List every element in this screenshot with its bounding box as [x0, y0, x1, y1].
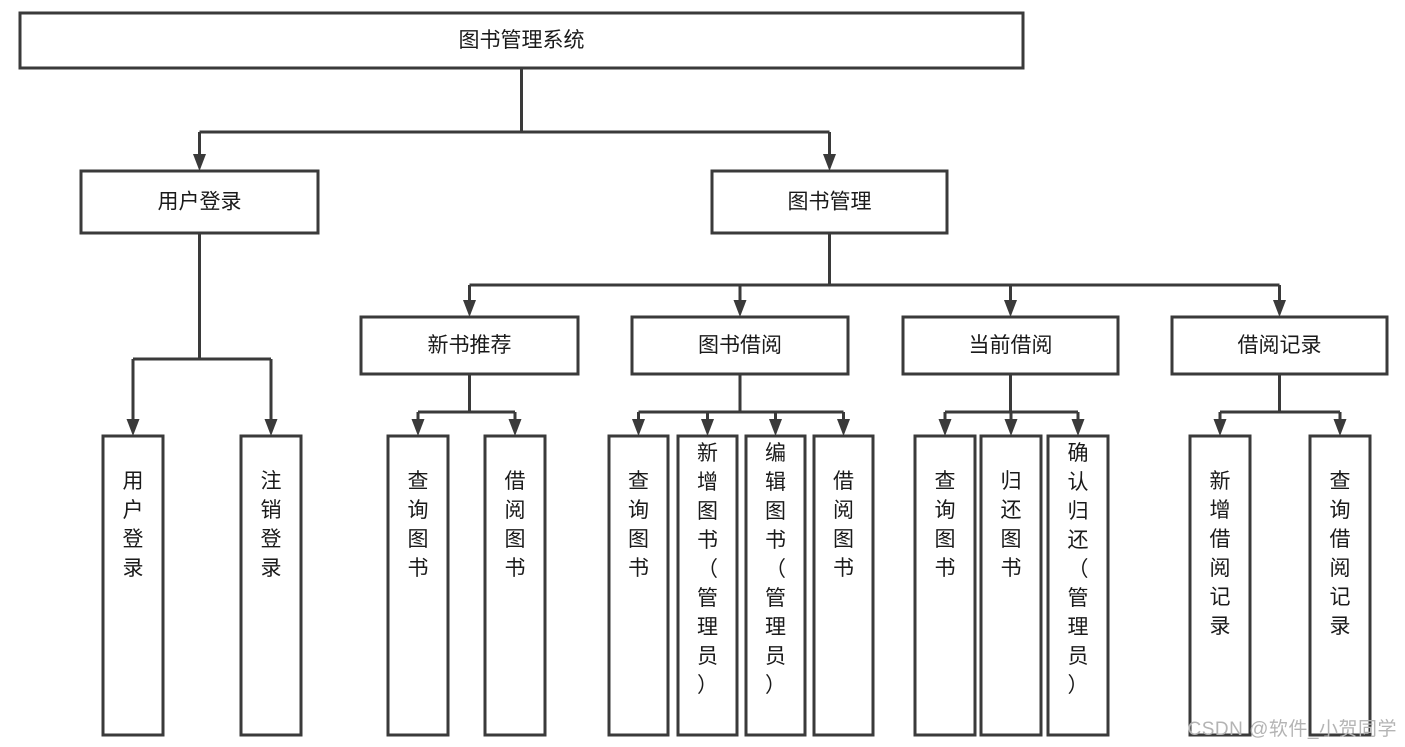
node-label: 图书借阅	[698, 334, 782, 357]
node-box	[630, 315, 850, 376]
node-l3-user-login[interactable]: 用户登录	[101, 434, 165, 737]
node-label: 借阅图书	[833, 470, 854, 580]
node-box	[359, 315, 580, 376]
connector-arrowhead	[463, 300, 476, 317]
connector-arrowhead	[1273, 300, 1286, 317]
node-l1-user-login[interactable]: 用户登录	[79, 169, 320, 235]
node-box	[1308, 434, 1372, 737]
node-l3-add-book[interactable]: 新增图书（管理员）	[676, 434, 739, 737]
node-box	[710, 169, 949, 235]
node-box	[101, 434, 165, 737]
connector-arrowhead	[1004, 300, 1017, 317]
node-box	[1188, 434, 1252, 737]
node-l2-book-borrow[interactable]: 图书借阅	[630, 315, 850, 376]
connector-arrowhead	[938, 419, 952, 436]
connector-arrowhead	[508, 419, 522, 436]
node-box	[812, 434, 875, 737]
node-label: 确认归还（管理员）	[1068, 442, 1089, 697]
connector-arrowhead	[733, 300, 747, 317]
node-box	[483, 434, 547, 737]
connector-arrowhead	[701, 419, 714, 436]
node-box	[18, 11, 1025, 70]
node-label: 当前借阅	[969, 334, 1053, 357]
node-l3-query-book-a[interactable]: 查询图书	[386, 434, 450, 737]
node-label: 借阅图书	[505, 470, 526, 580]
node-l2-borrow-record[interactable]: 借阅记录	[1170, 315, 1389, 376]
connector-arrowhead	[1213, 419, 1227, 436]
node-l1-book-manage[interactable]: 图书管理	[710, 169, 949, 235]
node-label: 编辑图书（管理员）	[765, 442, 786, 697]
connector-arrowhead	[193, 154, 206, 171]
node-label: 注销登录	[261, 470, 282, 580]
node-l2-new-book-rec[interactable]: 新书推荐	[359, 315, 580, 376]
connector-arrowhead	[1333, 419, 1347, 436]
node-box	[744, 434, 807, 737]
connector-arrowhead	[632, 419, 645, 436]
node-label: 借阅记录	[1238, 334, 1322, 357]
node-l3-logout[interactable]: 注销登录	[239, 434, 303, 737]
node-l3-query-record[interactable]: 查询借阅记录	[1308, 434, 1372, 737]
connector-arrowhead	[1004, 419, 1018, 436]
node-root[interactable]: 图书管理系统	[18, 11, 1025, 70]
node-box	[1170, 315, 1389, 376]
node-box	[1046, 434, 1110, 737]
node-label: 用户登录	[158, 191, 242, 214]
connector-arrowhead	[823, 154, 836, 171]
node-label: 查询图书	[408, 470, 429, 580]
connector-arrowhead	[264, 419, 278, 436]
connector-arrowhead	[837, 419, 850, 436]
node-box	[901, 315, 1120, 376]
connector-layer	[126, 68, 1347, 436]
node-l2-current-borrow[interactable]: 当前借阅	[901, 315, 1120, 376]
node-label: 图书管理系统	[459, 29, 585, 52]
node-box	[607, 434, 670, 737]
node-l3-return-book[interactable]: 归还图书	[979, 434, 1043, 737]
node-label: 用户登录	[123, 470, 144, 580]
node-box	[79, 169, 320, 235]
node-box	[676, 434, 739, 737]
connector-arrowhead	[769, 419, 782, 436]
node-l3-query-book-c[interactable]: 查询图书	[913, 434, 977, 737]
connector-arrowhead	[1071, 419, 1085, 436]
node-l3-confirm-return[interactable]: 确认归还（管理员）	[1046, 434, 1110, 737]
node-layer: 图书管理系统用户登录图书管理新书推荐图书借阅当前借阅借阅记录用户登录注销登录查询…	[18, 11, 1389, 737]
node-label: 新书推荐	[428, 334, 512, 357]
node-label: 查询图书	[628, 470, 649, 580]
node-box	[979, 434, 1043, 737]
node-label: 图书管理	[788, 191, 872, 214]
node-label: 查询图书	[935, 470, 956, 580]
node-label: 查询借阅记录	[1330, 470, 1351, 638]
node-box	[913, 434, 977, 737]
connector-arrowhead	[126, 419, 140, 436]
node-label: 归还图书	[1001, 470, 1022, 580]
node-l3-add-record[interactable]: 新增借阅记录	[1188, 434, 1252, 737]
connector-arrowhead	[411, 419, 425, 436]
node-box	[386, 434, 450, 737]
node-l3-query-book-b[interactable]: 查询图书	[607, 434, 670, 737]
node-l3-edit-book[interactable]: 编辑图书（管理员）	[744, 434, 807, 737]
node-label: 新增借阅记录	[1210, 470, 1231, 638]
node-label: 新增图书（管理员）	[697, 442, 718, 697]
node-l3-borrow-book-b[interactable]: 借阅图书	[812, 434, 875, 737]
node-l3-borrow-book-a[interactable]: 借阅图书	[483, 434, 547, 737]
node-box	[239, 434, 303, 737]
